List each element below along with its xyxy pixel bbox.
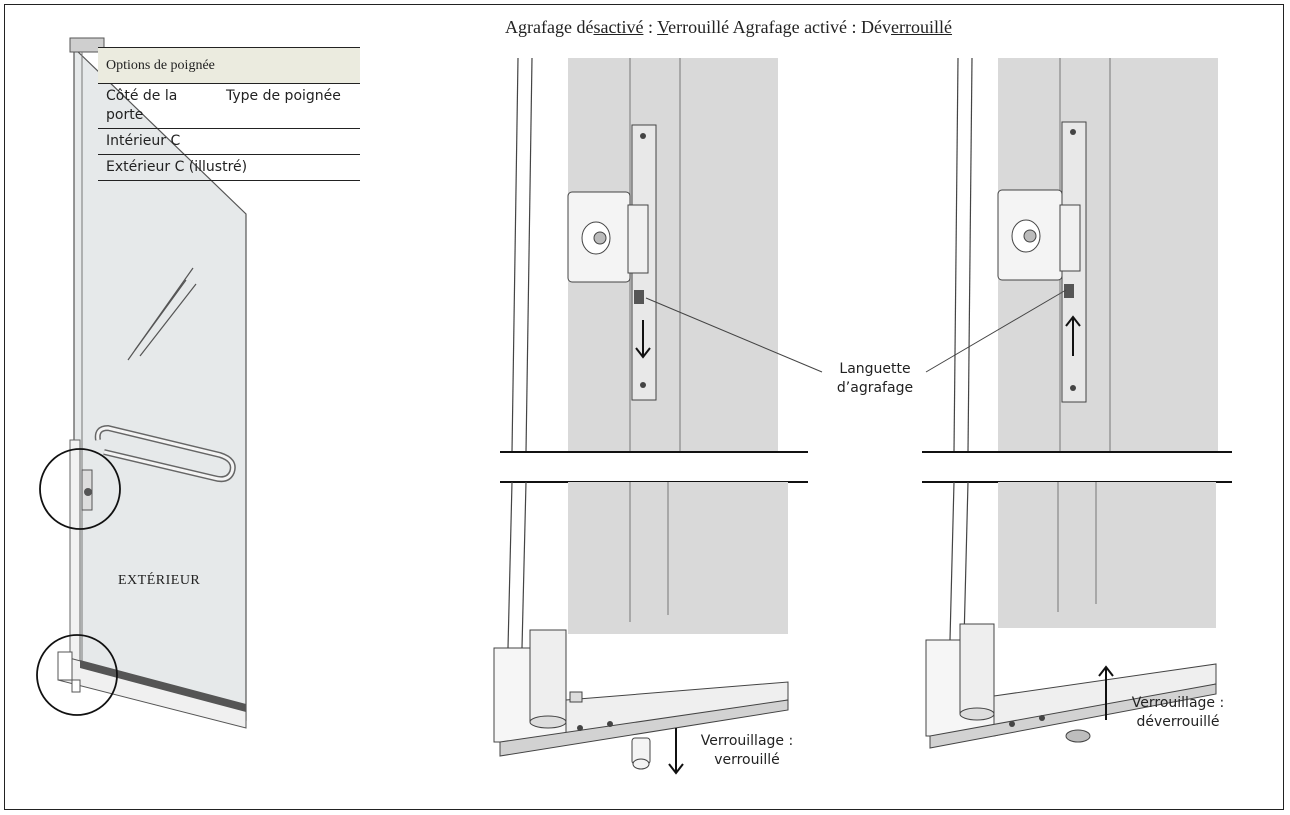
unlocked-label: Verrouillage : déverrouillé bbox=[1131, 695, 1225, 730]
exterior-label: EXTÉRIEUR bbox=[118, 573, 201, 588]
diagram-header: Agrafage désactivé : Verrouillé Agrafage… bbox=[505, 17, 953, 37]
unlocked-view bbox=[922, 57, 1232, 749]
handle-options-table: Options de poignée Côté de la porte Type… bbox=[98, 47, 360, 181]
table-title: Options de poignée bbox=[98, 47, 360, 84]
locked-label: Verrouillage : verrouillé bbox=[700, 733, 794, 768]
locked-view bbox=[493, 57, 808, 775]
table-row: Extérieur C (illustré) bbox=[98, 154, 360, 181]
table-header-side: Côté de la porte bbox=[98, 83, 218, 129]
table-row: Intérieur C bbox=[98, 128, 360, 155]
table-header-type: Type de poignée bbox=[218, 83, 360, 129]
tab-callout-label: Languette d’agrafage bbox=[836, 361, 914, 396]
glass-door bbox=[36, 37, 247, 729]
